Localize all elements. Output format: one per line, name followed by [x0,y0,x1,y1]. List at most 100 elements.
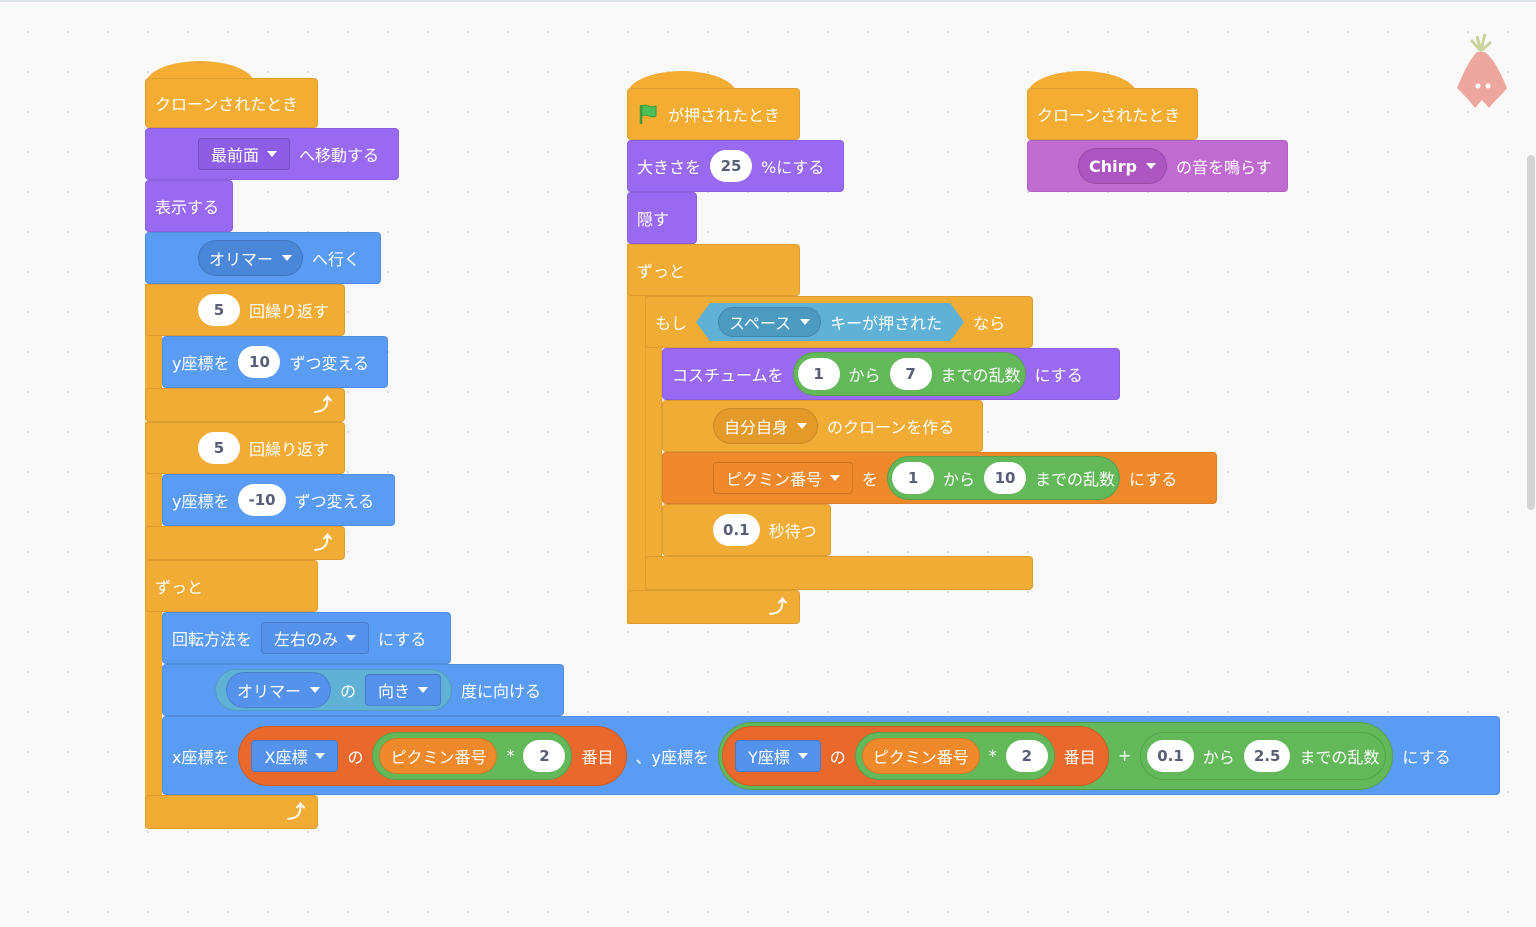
block-label: y座標を [172,492,230,511]
number-input[interactable]: 1 [797,358,840,390]
number-input[interactable]: 2 [523,739,566,772]
block-label: ずっと [637,262,686,281]
block-label: 回繰り返す [249,440,330,459]
repeat-bottom: ⤴ [145,388,345,422]
block-label: から [848,366,881,385]
create-clone-block[interactable]: 自分自身 のクローンを作る [662,400,983,452]
block-label: を [862,470,879,489]
repeat-block[interactable]: 5 回繰り返す [145,284,345,336]
block-label: 表示する [155,198,220,217]
rotation-dropdown[interactable]: 左右のみ [261,622,370,654]
change-y-input[interactable]: 10 [238,346,281,378]
list-dropdown[interactable]: Y座標 [734,739,821,772]
clone-target-dropdown[interactable]: 自分自身 [713,408,819,444]
block-label: ずっと [155,578,204,597]
operator-symbol: + [1117,746,1132,765]
variable-reporter[interactable]: ピクミン番号 [379,737,498,774]
go-to-xy-block[interactable]: x座標を X座標 の ピクミン番号 * 2 番目 、y座標を Y座標 の ピクミ… [162,716,1500,795]
block-label: 回繰り返す [249,302,330,321]
variable-reporter[interactable]: ピクミン番号 [861,737,980,774]
set-variable-block[interactable]: ピクミン番号 を 1 から 10 までの乱数 にする [662,452,1217,504]
forever-arm [627,244,645,624]
vertical-scrollbar[interactable] [1527,155,1535,510]
hat-label: クローンされたとき [1037,106,1181,125]
block-label: から [1202,747,1235,767]
block-label: にする [1402,747,1451,767]
block-label: 大きさを [637,158,702,177]
play-sound-block[interactable]: Chirp の音を鳴らす [1027,140,1288,192]
change-y-block[interactable]: y座標を 10 ずつ変える [162,336,388,388]
layer-dropdown[interactable]: 最前面 [198,138,291,170]
repeat-bottom: ⤴ [145,526,345,560]
hide-block[interactable]: 隠す [627,192,697,244]
block-label: 隠す [637,210,670,229]
block-label: キーが押された [830,314,943,333]
forever-bottom: ⤴ [627,590,800,624]
change-y-block[interactable]: y座標を -10 ずつ変える [162,474,395,526]
point-in-direction-block[interactable]: オリマー の 向き 度に向ける [162,664,564,716]
block-label: 番目 [1063,747,1096,767]
list-item-reporter[interactable]: X座標 の ピクミン番号 * 2 番目 [238,725,627,786]
variable-dropdown[interactable]: ピクミン番号 [713,462,854,494]
operator-symbol: * [988,746,997,765]
forever-block[interactable]: ずっと [627,244,800,296]
block-label: の [340,682,357,701]
number-input[interactable]: 1 [892,462,935,494]
random-operator[interactable]: 0.1 から 2.5 までの乱数 [1140,731,1387,780]
random-operator[interactable]: 1 から 10 までの乱数 [887,456,1121,500]
when-cloned-hat[interactable]: クローンされたとき [145,61,318,128]
key-dropdown[interactable]: スペース [718,307,821,337]
block-label: までの乱数 [940,366,1021,385]
multiply-operator[interactable]: ピクミン番号 * 2 [854,731,1055,780]
list-dropdown[interactable]: X座標 [251,739,339,772]
when-flag-clicked-hat[interactable]: が押されたとき [627,71,800,140]
block-label: のクローンを作る [827,418,955,437]
add-operator[interactable]: Y座標 の ピクミン番号 * 2 番目 + 0.1 から 2.5 までの乱数 [717,721,1394,790]
sound-dropdown[interactable]: Chirp [1078,148,1167,184]
forever-bottom: ⤴ [145,795,318,829]
block-label: 度に向ける [461,682,542,701]
block-label: ずつ変える [294,492,375,511]
sensing-of-reporter[interactable]: オリマー の 向き [215,669,453,711]
block-label: 、y座標を [635,747,709,767]
sprite-thumbnail-icon [1457,33,1507,108]
block-label: の [829,747,846,767]
list-item-reporter[interactable]: Y座標 の ピクミン番号 * 2 番目 [721,725,1109,786]
show-block[interactable]: 表示する [145,180,233,232]
number-input[interactable]: 0.1 [1147,739,1194,772]
block-label: の [347,747,364,767]
block-label: 秒待つ [768,522,817,541]
number-input[interactable]: 2 [1005,739,1048,772]
target-dropdown[interactable]: オリマー [198,240,304,276]
set-rotation-style-block[interactable]: 回転方法を 左右のみ にする [162,612,451,664]
key-pressed-condition[interactable]: スペース キーが押された [696,303,964,341]
number-input[interactable]: 2.5 [1243,739,1291,772]
forever-block[interactable]: ずっと [145,560,318,612]
green-flag-icon [639,104,657,124]
wait-block[interactable]: 0.1 秒待つ [662,504,831,556]
repeat-count-input[interactable]: 5 [198,432,240,464]
repeat-count-input[interactable]: 5 [198,294,240,326]
if-block[interactable]: もし スペース キーが押された なら [645,296,1033,348]
block-label: へ行く [312,250,361,269]
if-bottom [645,556,1033,590]
size-input[interactable]: 25 [710,150,753,182]
change-y-input[interactable]: -10 [238,484,286,516]
go-to-block[interactable]: オリマー へ行く [145,232,381,284]
wait-input[interactable]: 0.1 [713,514,760,546]
hat-label: クローンされたとき [155,95,299,114]
block-label: y座標を [172,354,230,373]
switch-costume-block[interactable]: コスチュームを 1 から 7 までの乱数 にする [662,348,1120,400]
random-operator[interactable]: 1 から 7 までの乱数 [792,352,1026,396]
sprite-dropdown[interactable]: オリマー [226,672,332,708]
set-size-block[interactable]: 大きさを 25 %にする [627,140,844,192]
go-to-front-block[interactable]: 最前面 へ移動する [145,128,399,180]
block-label: へ移動する [299,146,380,165]
number-input[interactable]: 7 [889,358,932,390]
multiply-operator[interactable]: ピクミン番号 * 2 [372,731,573,780]
block-label: の音を鳴らす [1175,158,1272,177]
when-cloned-hat[interactable]: クローンされたとき [1027,71,1198,140]
attribute-dropdown[interactable]: 向き [365,674,442,706]
repeat-block[interactable]: 5 回繰り返す [145,422,345,474]
number-input[interactable]: 10 [984,462,1027,494]
